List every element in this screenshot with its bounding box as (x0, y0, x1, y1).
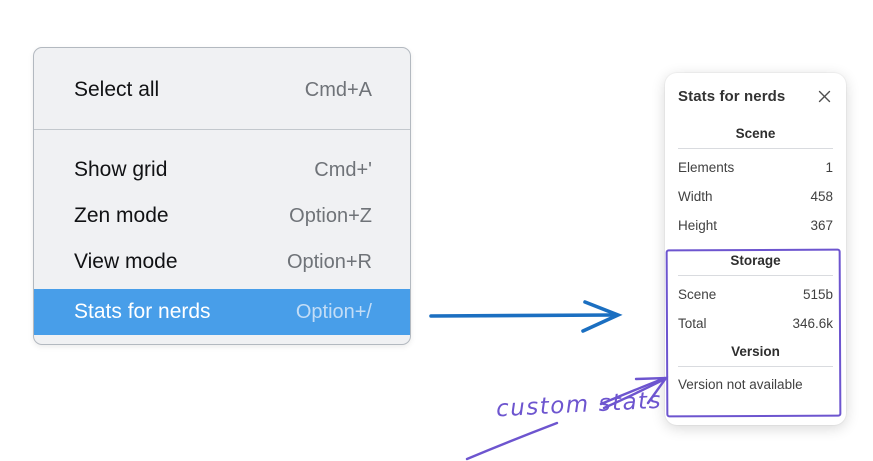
stat-row-height: Height 367 (678, 211, 833, 240)
stat-row-total-storage: Total 346.6k (678, 309, 833, 338)
section-version: Version Version not available (678, 344, 833, 399)
menu-item-label: Select all (74, 78, 160, 101)
menu-item-shortcut: Cmd+' (314, 158, 372, 181)
menu-item-label: View mode (74, 250, 178, 273)
version-note: Version not available (678, 377, 803, 392)
menu-item-shortcut: Option+R (286, 250, 372, 273)
section-divider (678, 148, 833, 149)
stat-label: Height (678, 218, 718, 233)
section-heading: Scene (735, 126, 776, 141)
section-storage: Storage Scene 515b Total 346.6k (678, 253, 833, 338)
menu-item-show-grid[interactable]: Show grid Cmd+' (34, 147, 410, 193)
blue-arrow (429, 300, 623, 333)
menu-item-select-all[interactable]: Select all Cmd+A (34, 68, 410, 112)
menu-item-shortcut: Option+Z (289, 204, 372, 227)
menu-item-shortcut: Option+/ (295, 300, 372, 323)
close-icon[interactable] (815, 87, 833, 105)
menu-group: Show grid Cmd+' Zen mode Option+Z View m… (34, 130, 410, 335)
stat-label: Elements (678, 160, 735, 175)
annotation-label: custom stats (495, 387, 663, 423)
stat-value: 1 (825, 160, 833, 175)
menu-item-label: Show grid (74, 158, 168, 181)
stat-label: Width (678, 189, 713, 204)
stat-value: 367 (810, 218, 833, 233)
section-scene: Scene Elements 1 Width 458 Height 367 (678, 126, 833, 240)
section-heading: Version (731, 344, 780, 359)
context-menu: Select all Cmd+A Show grid Cmd+' Zen mod… (33, 47, 411, 345)
stat-value: 346.6k (792, 316, 833, 331)
stat-row-width: Width 458 (678, 182, 833, 211)
menu-item-stats-for-nerds[interactable]: Stats for nerds Option+/ (34, 289, 410, 335)
menu-item-view-mode[interactable]: View mode Option+R (34, 239, 410, 285)
stats-panel: Stats for nerds Scene Elements 1 Width 4… (665, 73, 846, 425)
stats-panel-header: Stats for nerds (678, 87, 833, 105)
section-divider (678, 366, 833, 367)
menu-divider (34, 129, 410, 130)
menu-item-zen-mode[interactable]: Zen mode Option+Z (34, 193, 410, 239)
stat-label: Total (678, 316, 707, 331)
section-heading: Storage (730, 253, 781, 268)
stat-value: 458 (810, 189, 833, 204)
section-divider (678, 275, 833, 276)
stat-value: 515b (802, 287, 833, 302)
stat-row-scene-storage: Scene 515b (678, 280, 833, 309)
stat-label: Scene (678, 287, 717, 302)
stat-row-elements: Elements 1 (678, 153, 833, 182)
menu-item-label: Zen mode (74, 204, 169, 227)
stats-panel-title: Stats for nerds (678, 87, 786, 105)
menu-item-shortcut: Cmd+A (304, 78, 372, 101)
menu-item-label: Stats for nerds (74, 300, 211, 323)
